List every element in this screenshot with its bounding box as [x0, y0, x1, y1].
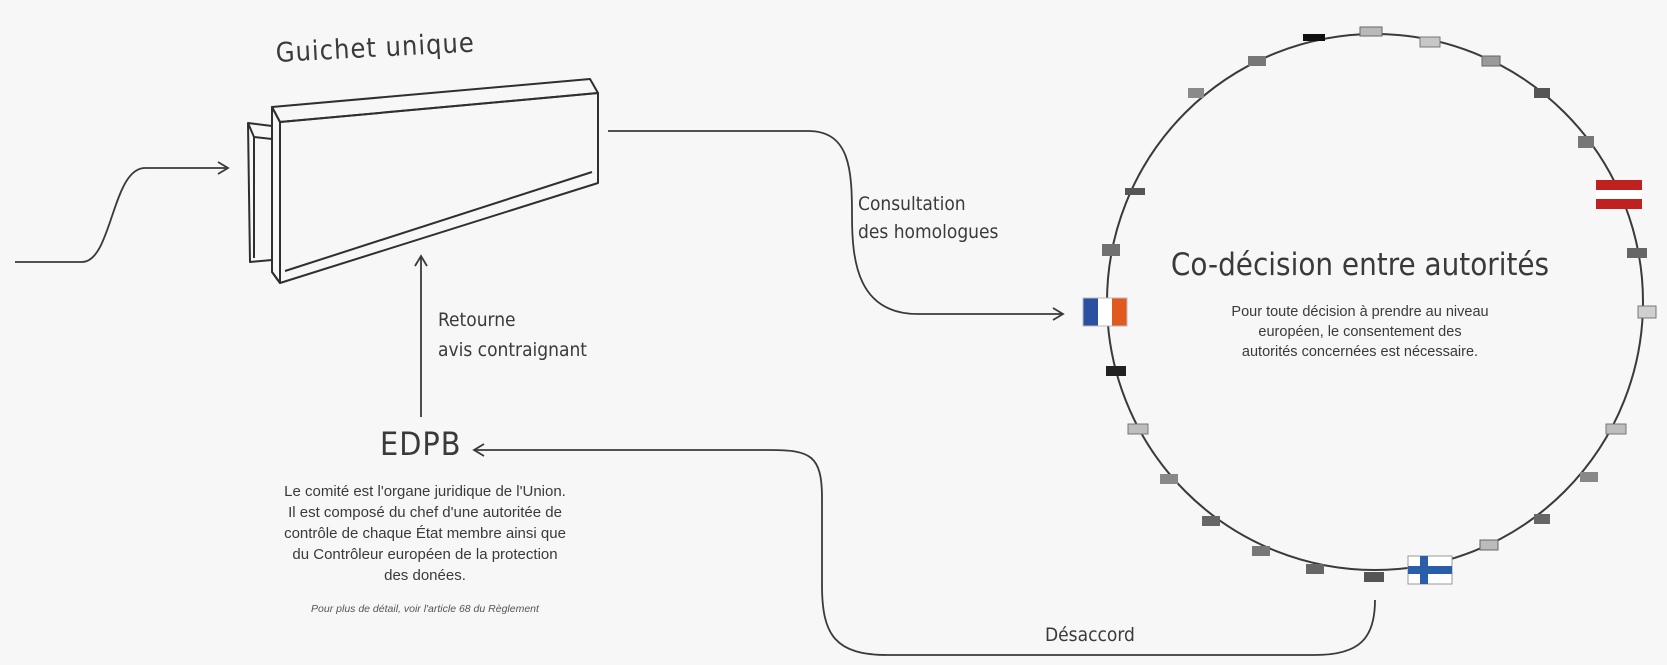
retourne-label-line: avis contraignant: [438, 339, 588, 361]
edpb-description-line: Il est composé du chef d'une autoritée d…: [288, 504, 562, 521]
flag-marker: [1605, 423, 1627, 435]
codecision-description-line: autorités concernées est nécessaire.: [1241, 344, 1479, 360]
flag-marker: [1364, 572, 1384, 582]
consultation-label-line: Consultation: [858, 193, 966, 215]
edpb-description: Le comité est l'organe juridique de l'Un…: [225, 481, 625, 586]
edpb-description-line: Le comité est l'organe juridique de l'Un…: [284, 483, 566, 500]
flag-marker: [1481, 55, 1501, 67]
flag-austria-stripe: [1596, 199, 1642, 209]
flag-marker: [1627, 248, 1647, 258]
member-state-flags: [1102, 26, 1657, 582]
flag-marker: [1102, 244, 1120, 256]
flag-marker: [1248, 56, 1266, 66]
flag-marker: [1479, 539, 1499, 551]
flag-austria-stripe: [1596, 180, 1642, 190]
retourne-label-line: Retourne: [438, 309, 516, 331]
flag-marker: [1160, 474, 1178, 484]
retourne-label: Retourne avis contraignant: [438, 305, 587, 365]
flag-austria: [1596, 180, 1642, 209]
flag-marker: [1359, 26, 1383, 37]
consultation-arrow: [608, 130, 1065, 321]
codecision-description-line: européen, le consentement des: [1258, 324, 1462, 340]
flag-marker: [1127, 423, 1149, 435]
flag-marker: [1306, 564, 1324, 574]
flag-france: [1082, 297, 1128, 327]
edpb-description-line: des donées.: [384, 567, 466, 584]
flag-marker: [1637, 305, 1657, 319]
edpb-note: Pour plus de détail, voir l'article 68 d…: [311, 603, 539, 615]
flag-marker: [1106, 366, 1126, 376]
edpb-description-line: du Contrôleur européen de la protection: [292, 546, 558, 563]
flag-finland-cross: [1408, 566, 1452, 574]
incoming-arrow: [15, 161, 230, 263]
consultation-label-line: des homologues: [858, 221, 999, 243]
flag-marker: [1534, 88, 1550, 98]
codecision-description-line: Pour toute décision à prendre au niveau: [1231, 304, 1489, 320]
edpb-title: EDPB: [380, 425, 462, 463]
desaccord-arrow: [472, 443, 1376, 656]
consultation-label: Consultation des homologues: [858, 190, 998, 246]
edpb-description-line: contrôle de chaque État membre ainsi que: [284, 525, 566, 542]
flag-marker: [1188, 88, 1204, 98]
flag-marker: [1578, 136, 1594, 148]
codecision-title: Co-décision entre autorités: [1170, 247, 1550, 283]
codecision-description: Pour toute décision à prendre au niveau …: [1190, 302, 1530, 362]
flag-france-stripe: [1083, 298, 1098, 326]
flag-marker: [1419, 36, 1441, 48]
flag-marker: [1125, 188, 1145, 195]
flag-marker: [1303, 34, 1325, 41]
reception-desk-illustration: [247, 78, 599, 284]
flag-marker: [1252, 546, 1270, 556]
flag-marker: [1202, 516, 1220, 526]
flag-france-stripe: [1098, 298, 1112, 326]
flag-france-stripe: [1112, 298, 1127, 326]
flag-marker: [1534, 514, 1550, 524]
flag-marker: [1580, 472, 1598, 482]
flag-austria-stripe: [1596, 190, 1642, 199]
desaccord-label: Désaccord: [1045, 624, 1135, 646]
flag-finland: [1407, 555, 1453, 585]
